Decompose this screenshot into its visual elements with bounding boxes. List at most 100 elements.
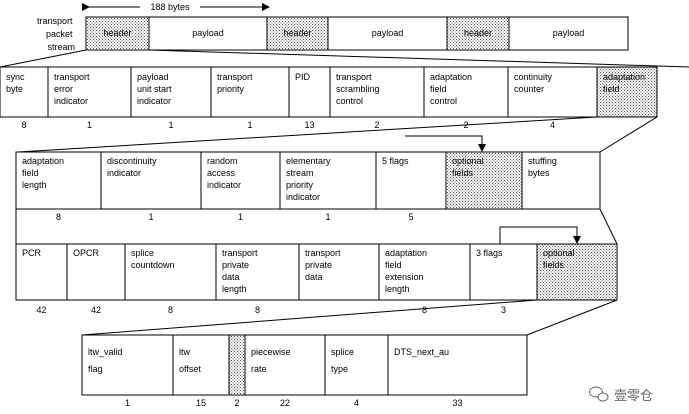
field-box [508,16,629,51]
field-label: field [603,84,620,94]
field-label: optional [452,156,484,166]
field-box [215,243,300,301]
field-box [200,151,281,210]
field-label: 3 flags [476,248,503,258]
field-label: payload [137,72,169,82]
field-label: indicator [286,192,320,202]
field-box [148,16,268,51]
bit-count: 1 [168,120,173,130]
field-label: piecewise [251,347,291,357]
bit-count: 3 [501,305,506,315]
bit-count: 42 [91,305,101,315]
bit-count: 8 [255,305,260,315]
field-label: access [207,168,236,178]
field-box [423,66,509,118]
bit-count: 13 [304,120,314,130]
field-label: transport [54,72,90,82]
field-label: OPCR [73,248,100,258]
field-label: optional [543,248,575,258]
field-box [279,151,377,210]
field-label: transport [217,72,253,82]
dotted-field-box [228,334,246,396]
field-label: adaptation [603,72,645,82]
bit-count: 1 [148,212,153,222]
field-label: adaptation [430,72,472,82]
field-label: splice [331,347,354,357]
bit-count: 4 [550,120,555,130]
bit-count: 42 [36,305,46,315]
field-label: rate [251,364,267,374]
field-label: random [207,156,238,166]
bit-count: 33 [452,398,462,408]
field-label: flag [88,364,103,374]
field-label: length [385,284,410,294]
field-label: payload [372,28,404,38]
field-label: adaptation [22,156,64,166]
field-cell: header [85,16,150,51]
field-label: transport [222,248,258,258]
field-label: length [222,284,247,294]
field-label: ltw_valid [88,347,123,357]
field-box [210,66,290,118]
watermark-text: 壹零仓 [614,389,653,404]
field-label: bytes [528,168,550,178]
wechat-icon [589,386,609,402]
field-cell: payload [148,16,268,51]
field-label: header [283,28,311,38]
field-label: data [222,272,240,282]
bit-count: 8 [56,212,61,222]
packet-size-arrow: 188 bytes [82,1,270,12]
field-box [521,151,601,210]
field-box [81,334,174,396]
field-label: counter [514,84,544,94]
field-box [100,151,202,210]
field-label: transport [305,248,341,258]
field-label: stream [286,168,314,178]
field-label: ltw [179,347,191,357]
field-label: length [22,180,47,190]
field-label: payload [553,28,585,38]
field-label: splice [131,248,154,258]
field-label: adaptation [385,248,427,258]
stream-label-line: packet [46,29,73,39]
field-box [298,243,380,301]
watermark: 壹零仓 [589,386,653,404]
field-label: offset [179,364,201,374]
field-box [375,151,447,210]
field-label: control [336,96,363,106]
field-label: DTS_next_au [394,347,449,357]
field-label: error [54,84,73,94]
connector-lines [0,49,689,336]
bit-count: 1 [247,120,252,130]
bit-count: 8 [422,305,427,315]
field-label: indicator [107,168,141,178]
field-box [124,243,217,301]
field-box [387,334,528,396]
field-box [329,66,425,118]
field-box [15,151,102,210]
field-label: header [464,28,492,38]
bit-count: 1 [87,120,92,130]
field-label: indicator [137,96,171,106]
dotted-field-box [85,16,150,51]
field-label: stuffing [528,156,557,166]
dotted-field-box [596,66,658,118]
stream-label-line: transport [37,16,73,26]
